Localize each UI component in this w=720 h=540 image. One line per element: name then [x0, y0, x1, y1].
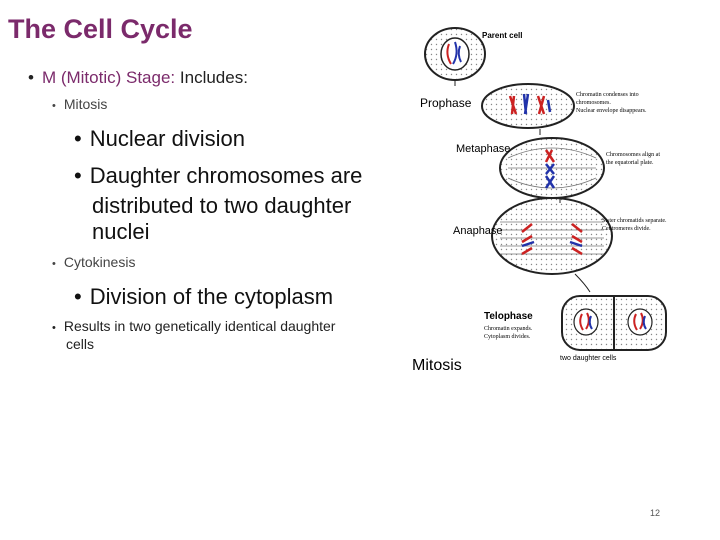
metaphase-note1: Chromosomes align at: [606, 152, 660, 158]
cytokinesis-label: Cytokinesis: [63, 254, 136, 270]
slide-title: The Cell Cycle: [8, 14, 193, 44]
anaphase-note1: Sister chromatids separate.: [602, 218, 667, 224]
bullet-dot: •: [52, 322, 56, 334]
m-stage-rest: Includes:: [179, 68, 248, 87]
anaphase-label: Anaphase: [453, 225, 503, 237]
slide-number: 12: [650, 508, 661, 518]
prophase-note2: chromosomes.: [576, 100, 611, 106]
telophase-label: Telophase: [484, 311, 533, 322]
bullet-nuclear-division: • Nuclear division: [74, 126, 245, 152]
prophase-note1: Chromatin condenses into: [576, 92, 639, 98]
prophase-label: Prophase: [420, 96, 472, 110]
metaphase-cell: [499, 137, 605, 199]
bullet-m-stage: • M (Mitotic) Stage: Includes:: [28, 68, 248, 88]
telophase-note1: Chromatin expands.: [484, 326, 533, 332]
metaphase-note2: the equatorial plate.: [606, 160, 654, 166]
bullet-dot: •: [28, 68, 34, 87]
parent-cell-label: Parent cell: [482, 31, 522, 40]
bullet-dot: •: [52, 100, 56, 112]
bullet-division-cytoplasm: • Division of the cytoplasm: [74, 284, 333, 310]
daughter-line3: nuclei: [92, 219, 150, 244]
parent-cell: [424, 27, 486, 81]
mitosis-diagram: Parent cell Prophase Chromatin condenses…: [412, 27, 667, 374]
nuclear-division-label: Nuclear division: [89, 126, 245, 151]
bullet-daughter-chromosomes: • Daughter chromosomes are: [74, 163, 362, 189]
bullet-dot: •: [74, 163, 82, 188]
bullet-dot: •: [52, 258, 56, 270]
prophase-note3: Nuclear envelope disappears.: [576, 108, 647, 114]
daughter-line2: distributed to two daughter: [92, 193, 352, 218]
bullet-mitosis: • Mitosis: [52, 96, 107, 112]
two-daughter-label: two daughter cells: [560, 355, 617, 362]
bullet-dot: •: [74, 284, 82, 309]
anaphase-note2: Centromeres divide.: [602, 226, 651, 232]
bullet-dot: •: [74, 126, 82, 151]
telophase-cell: [561, 295, 667, 351]
daughter-line1: Daughter chromosomes are: [89, 163, 363, 188]
results-line2: cells: [66, 336, 95, 352]
division-cytoplasm-label: Division of the cytoplasm: [89, 284, 334, 309]
telophase-note2: Cytoplasm divides.: [484, 334, 531, 340]
mitosis-label: Mitosis: [63, 96, 108, 112]
bullet-cytokinesis: • Cytokinesis: [52, 254, 135, 270]
diagram-caption: Mitosis: [412, 357, 462, 374]
metaphase-label: Metaphase: [456, 143, 510, 155]
prophase-cell: [481, 83, 575, 129]
results-line1: Results in two genetically identical dau…: [63, 318, 336, 334]
anaphase-cell: [491, 197, 613, 275]
arrow-anaphase-telophase: [574, 273, 591, 293]
bullet-results: • Results in two genetically identical da…: [52, 317, 335, 337]
m-stage-label: M (Mitotic) Stage:: [41, 68, 176, 87]
